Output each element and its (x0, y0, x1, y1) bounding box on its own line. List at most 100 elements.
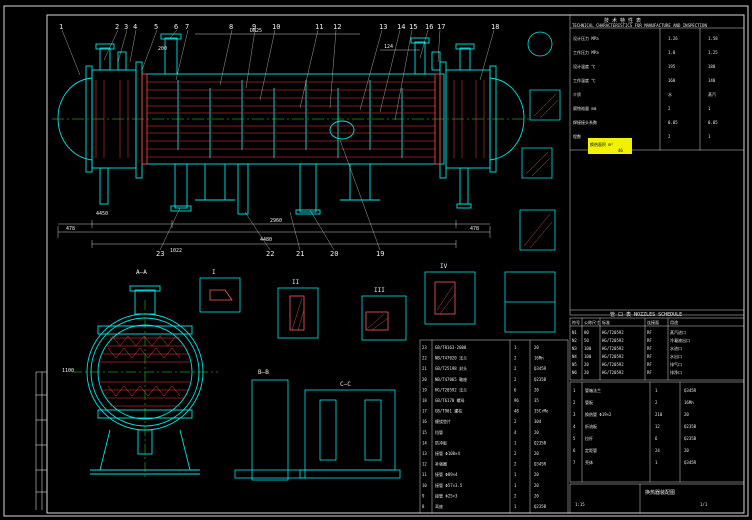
balloon-16: 16 (425, 23, 433, 31)
spec-row-tube: 2 (668, 106, 671, 111)
label-detail-ii: II (292, 279, 300, 286)
spec-row-shell: 1 (708, 106, 711, 111)
bom-left-cell: 20 (534, 472, 539, 477)
bom-left-cell: 20 (534, 345, 539, 350)
spec-row-label: 设计压力 MPa (573, 35, 599, 41)
bom-right-cell: 拉杆 (585, 435, 593, 441)
spec-row-label: 焊接接头系数 (573, 119, 597, 125)
spec-row-label: 腐蚀裕量 mm (573, 105, 597, 111)
bom-left-cell: 35 (534, 398, 539, 403)
balloon-3: 3 (124, 23, 128, 31)
bom-left-cell: NB/T47020 法兰 (435, 355, 467, 361)
bom-left-cell: Q235B (534, 377, 547, 382)
nozzle-cell: 蒸汽进口 (670, 329, 686, 335)
channel-detail (95, 80, 485, 158)
balloon-4: 4 (133, 23, 137, 31)
bom-left-cell: 挡管 (435, 429, 443, 435)
bom-left-grid (419, 339, 569, 514)
nozzle-header: 连接面 (647, 319, 659, 325)
balloon-2: 2 (115, 23, 119, 31)
label-section-b-b: B—B (258, 369, 269, 376)
bom-right-cell: 7 (573, 460, 576, 465)
bom-left-cell: 2 (514, 366, 517, 371)
detail-views (199, 31, 561, 481)
balloon-1: 1 (59, 23, 63, 31)
balloon-20: 20 (330, 250, 338, 258)
label-detail-i: I (212, 269, 216, 276)
bom-left-cell: NB/T47065 鞍座 (435, 376, 467, 382)
nozzle-cell: 100 (584, 346, 592, 351)
bom-right-cell: 6 (573, 448, 576, 453)
balloon-18: 18 (491, 23, 499, 31)
bom-left-cell: GB/T8163-2008 (435, 345, 467, 350)
nozzle-cell: RF (647, 338, 652, 343)
bom-left-cell: 接管 Φ89×4 (435, 471, 458, 477)
bom-left-cell: 1 (514, 345, 517, 350)
balloon-5: 5 (154, 23, 158, 31)
bom-left-cell: 接管 Φ25×3 (435, 492, 458, 498)
nozzle-cell: 20 (584, 370, 589, 375)
balloon-10: 10 (272, 23, 280, 31)
dim-ref-b: 124 (384, 44, 393, 50)
label-section-c-c: C—C (340, 381, 351, 388)
bom-left-cell: HG/T20592 法兰 (435, 386, 467, 392)
nozzle-cell: N3 (572, 346, 577, 351)
bom-right-cell: Q345R (684, 460, 697, 465)
nozzle-cell: RF (647, 330, 652, 335)
revision-strip (35, 371, 47, 510)
bom-right-cell: 20 (684, 448, 689, 453)
bom-left-cell: 21 (422, 366, 427, 371)
bom-left-cell: Q345R (534, 366, 547, 371)
detail-hatching (291, 93, 559, 331)
bom-right-cell: 1 (573, 388, 576, 393)
nozzle-cell: 水出口 (670, 353, 682, 359)
bom-left-cell: GB/T6170 螺母 (435, 397, 465, 403)
bom-left-cell: 20 (534, 483, 539, 488)
bom-left-cell: 1 (514, 440, 517, 445)
bom-right-cell: Q345R (684, 388, 697, 393)
spec-row-label: 设计温度 ℃ (573, 63, 595, 69)
bom-left-cell: 缠绕垫片 (435, 418, 451, 424)
nozzle-cell: HG/T20592 (602, 362, 624, 367)
spec-row-shell: 1 (708, 134, 711, 139)
dim-ref-a: 200 (158, 46, 167, 52)
bom-left-cell: 6 (514, 387, 517, 392)
spec-row-label: 工作压力 MPa (573, 49, 599, 55)
nozzle-cell: 100 (584, 354, 592, 359)
spec-row-shell: 1.25 (708, 50, 718, 55)
bom-right-cell: 6 (655, 436, 658, 441)
bom-left-cell: 16 (422, 419, 427, 424)
bom-right-cell: 24 (655, 448, 660, 453)
nozzle-cell: HG/T20592 (602, 354, 624, 359)
bom-left-cell: 35CrMo (534, 409, 549, 414)
bom-right-cell: Q235B (684, 436, 697, 441)
bom-left-cell: 15 (422, 430, 427, 435)
outer-frame (3, 5, 749, 517)
nozzle-cell: 排气口 (670, 361, 682, 367)
bom-left-cell: 13 (422, 451, 427, 456)
spec-row-label: 程数 (573, 133, 581, 139)
nozzle-cell: N6 (572, 370, 577, 375)
bom-left-cell: 2 (514, 419, 517, 424)
bom-left-cell: 接管 Φ108×4 (435, 450, 460, 456)
bom-left-cell: 18 (422, 398, 427, 403)
bom-right-cell: 管板 (585, 399, 593, 405)
spec-subtitle: TECHNICAL CHARACTERISTICS FOR MANUFACTUR… (572, 23, 707, 28)
bom-right-cell: 2 (573, 400, 576, 405)
bom-left-cell: GB/T25198 封头 (435, 365, 467, 371)
bom-left-cell: 16Mn (534, 356, 544, 361)
main-elevation (52, 33, 530, 215)
balloon-15: 15 (409, 23, 417, 31)
label-detail-iii: III (374, 287, 385, 294)
spec-table-grid (569, 14, 745, 316)
balloon-22: 22 (266, 250, 274, 258)
title-block-name: 换热器装配图 (645, 489, 675, 496)
nozzle-cell: 50 (584, 338, 589, 343)
bom-left-cell: 17 (422, 409, 427, 414)
spec-row-shell: 1.58 (708, 36, 718, 41)
dim-inner-span: 2960 (270, 218, 282, 224)
bom-left-cell: 22 (422, 356, 427, 361)
nozzle-cell: N1 (572, 330, 577, 335)
